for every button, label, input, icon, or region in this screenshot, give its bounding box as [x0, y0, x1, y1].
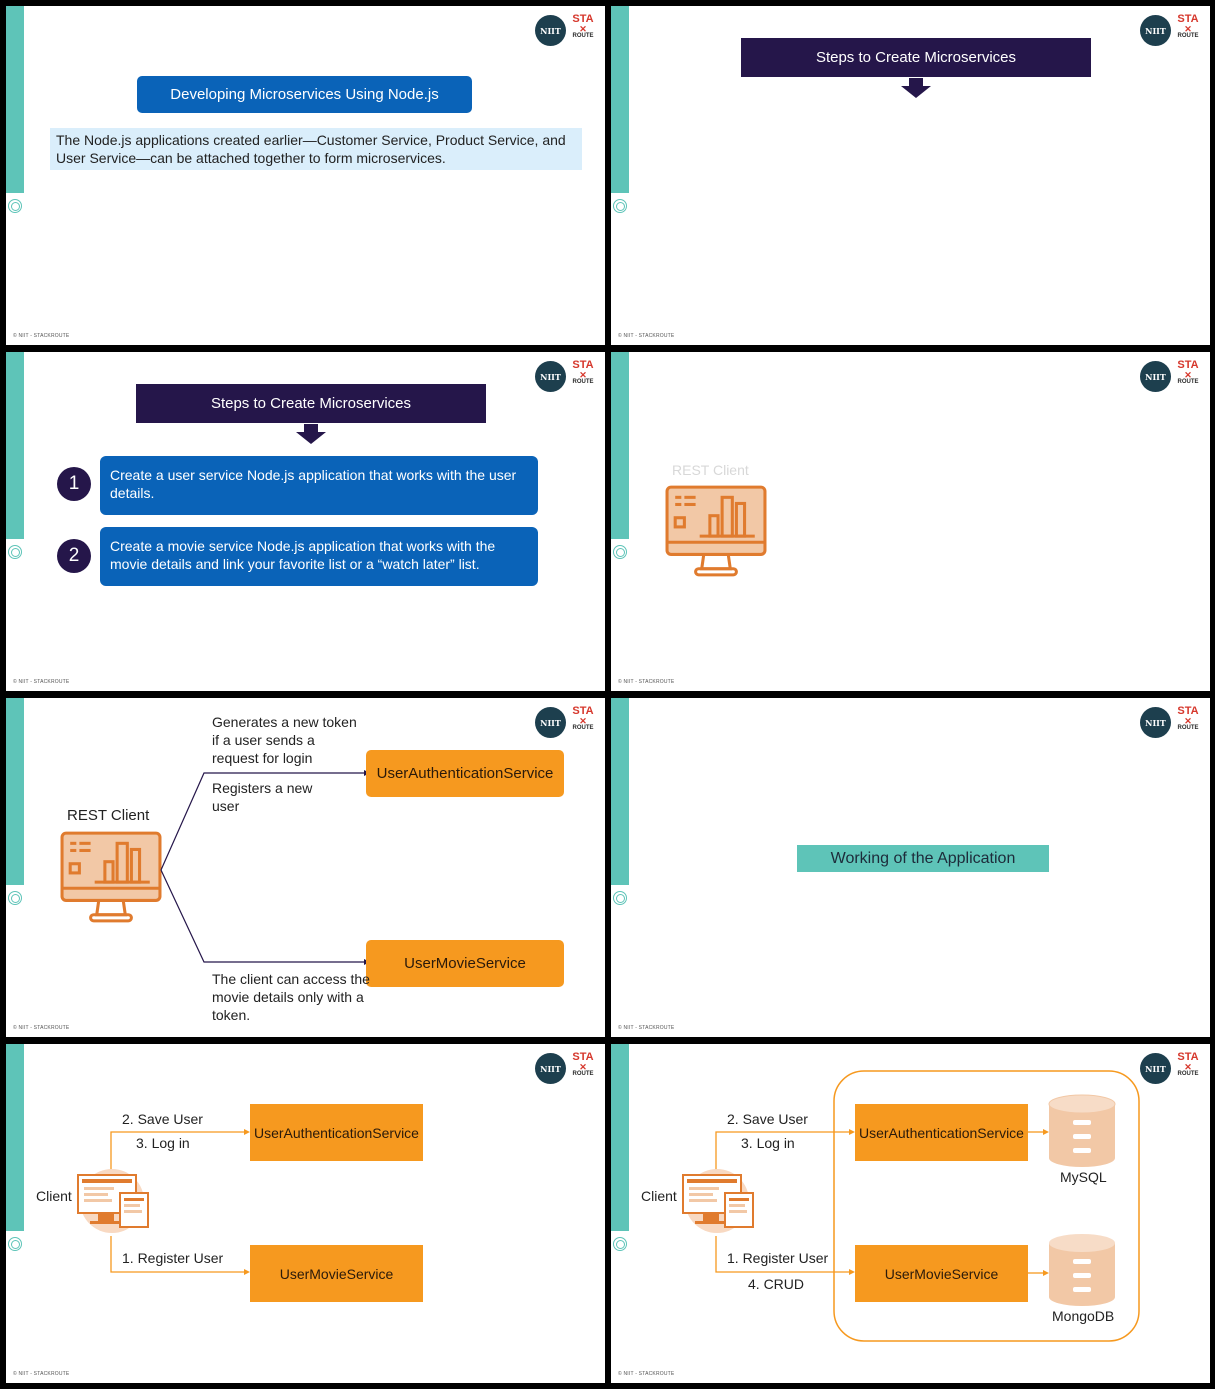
teal-accent-bar [611, 352, 629, 539]
footer-copyright: © NIIT - STACKROUTE [618, 679, 675, 685]
client-computer-icon [77, 1169, 149, 1233]
teal-accent-bar [6, 352, 24, 539]
slide-1: NIIT STA✕ROUTE Developing Microservices … [6, 6, 605, 345]
ring-icon [8, 199, 22, 213]
ring-icon [613, 891, 627, 905]
stackroute-logo: STA✕ROUTE [1177, 13, 1199, 40]
footer-copyright: © NIIT - STACKROUTE [13, 1025, 70, 1031]
step-1-text: Create a user service Node.js applicatio… [100, 456, 538, 515]
movie-access-note: The client can access the movie details … [212, 971, 370, 1023]
teal-accent-bar [6, 698, 24, 885]
client-label: Client [36, 1188, 72, 1204]
down-arrow-icon [296, 424, 326, 444]
niit-logo: NIIT [535, 15, 566, 46]
stackroute-logo: STA✕ROUTE [1177, 359, 1199, 386]
register-note: Registers a new user [212, 780, 313, 814]
slide-7: NIIT STA✕ROUTE Client 2. Save User 3. Lo… [6, 1044, 605, 1383]
niit-logo: NIIT [1140, 15, 1171, 46]
user-movie-service-box: UserMovieService [366, 940, 564, 987]
rest-client-label: REST Client [672, 462, 749, 478]
rest-client-label: REST Client [67, 807, 150, 824]
teal-accent-bar [6, 6, 24, 193]
footer-copyright: © NIIT - STACKROUTE [618, 1371, 675, 1377]
stackroute-logo: STA✕ROUTE [572, 1051, 594, 1078]
mysql-database-icon [1048, 1094, 1116, 1167]
footer-copyright: © NIIT - STACKROUTE [618, 1025, 675, 1031]
step-2-text: Create a movie service Node.js applicati… [100, 527, 538, 586]
ring-icon [613, 199, 627, 213]
user-authentication-service-box: UserAuthenticationService [366, 750, 564, 797]
down-arrow-icon [901, 78, 931, 98]
footer-copyright: © NIIT - STACKROUTE [13, 1371, 70, 1377]
teal-accent-bar [611, 698, 629, 885]
stackroute-logo: STA✕ROUTE [572, 359, 594, 386]
niit-logo: NIIT [1140, 361, 1171, 392]
stackroute-logo: STA✕ROUTE [572, 13, 594, 40]
slide-title: Steps to Create Microservices [136, 384, 486, 423]
niit-logo: NIIT [1140, 1053, 1171, 1084]
teal-accent-bar [6, 1044, 24, 1231]
stackroute-logo: STA✕ROUTE [1177, 705, 1199, 732]
niit-logo: NIIT [1140, 707, 1171, 738]
mongodb-label: MongoDB [1052, 1308, 1115, 1324]
teal-accent-bar [611, 1044, 629, 1231]
crud-label: 4. CRUD [748, 1276, 805, 1292]
footer-copyright: © NIIT - STACKROUTE [13, 679, 70, 685]
ring-icon [8, 545, 22, 559]
log-in-label: 3. Log in [741, 1135, 795, 1151]
log-in-label: 3. Log in [136, 1135, 190, 1151]
step-number-2: 2 [57, 539, 91, 573]
ring-icon [8, 1237, 22, 1251]
intro-text: The Node.js applications created earlier… [50, 128, 582, 170]
user-authentication-service-box: UserAuthenticationService [250, 1104, 423, 1161]
ring-icon [613, 545, 627, 559]
token-note: Generates a new token if a user sends a … [212, 714, 357, 766]
slide-6: NIIT STA✕ROUTE Working of the Applicatio… [611, 698, 1210, 1037]
monitor-chart-icon [665, 485, 767, 577]
slide-title: Working of the Application [797, 845, 1049, 872]
footer-copyright: © NIIT - STACKROUTE [618, 333, 675, 339]
niit-logo: NIIT [535, 1053, 566, 1084]
user-authentication-service-box: UserAuthenticationService [855, 1104, 1028, 1161]
teal-accent-bar [611, 6, 629, 193]
client-computer-icon [682, 1169, 754, 1233]
stackroute-logo: STA✕ROUTE [1177, 1051, 1199, 1078]
footer-copyright: © NIIT - STACKROUTE [13, 333, 70, 339]
slide-8: NIIT STA✕ROUTE Client 2. Save User 3. Lo… [611, 1044, 1210, 1383]
niit-logo: NIIT [535, 361, 566, 392]
niit-logo: NIIT [535, 707, 566, 738]
slide-title: Steps to Create Microservices [741, 38, 1091, 77]
step-number-1: 1 [57, 467, 91, 501]
mongodb-database-icon [1049, 1234, 1115, 1306]
slide-3: NIIT STA✕ROUTE Steps to Create Microserv… [6, 352, 605, 691]
connector-lines [715, 1070, 1140, 1342]
mysql-label: MySQL [1060, 1169, 1107, 1185]
slide-4: NIIT STA✕ROUTE REST Client © NIIT - STAC… [611, 352, 1210, 691]
ring-icon [613, 1237, 627, 1251]
user-movie-service-box: UserMovieService [250, 1245, 423, 1302]
stackroute-logo: STA✕ROUTE [572, 705, 594, 732]
register-user-label: 1. Register User [727, 1250, 829, 1266]
user-movie-service-box: UserMovieService [855, 1245, 1028, 1302]
save-user-label: 2. Save User [122, 1111, 203, 1127]
register-user-label: 1. Register User [122, 1250, 224, 1266]
ring-icon [8, 891, 22, 905]
save-user-label: 2. Save User [727, 1111, 808, 1127]
slide-5: NIIT STA✕ROUTE REST Client Generates a n… [6, 698, 605, 1037]
slide-2: NIIT STA✕ROUTE Steps to Create Microserv… [611, 6, 1210, 345]
connector-lines [110, 1129, 250, 1275]
slide-title: Developing Microservices Using Node.js [137, 76, 472, 113]
monitor-chart-icon [60, 831, 162, 923]
client-label: Client [641, 1188, 677, 1204]
